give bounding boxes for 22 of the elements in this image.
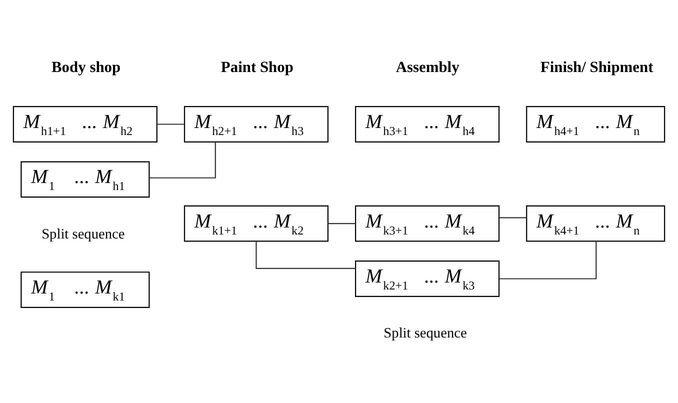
label: Split sequence: [384, 326, 467, 342]
node-box: M$_{h4+1}$ ... M$_{n}$: [526, 106, 666, 142]
label: Body shop: [52, 59, 121, 76]
node-box: M$_{h1+1}$ ... M$_{h2}$: [12, 106, 158, 142]
label: Split sequence: [42, 226, 125, 242]
label: Paint Shop: [220, 59, 294, 76]
label: Finish/ Shipment: [540, 59, 654, 76]
connector: [328, 223, 356, 224]
node-box: M$_{k2+1}$ ... M$_{k3}$: [355, 260, 500, 297]
node-box: M$_{k1+1}$ ... M$_{k2}$: [184, 205, 329, 242]
node-box: M$_{1}$ ... M$_{h1}$: [20, 161, 150, 198]
connector: [157, 124, 184, 125]
node-box: M$_{k4+1}$ ... M$_{n}$: [526, 205, 666, 242]
node-box: M$_{1}$ ... M$_{k1}$: [20, 272, 150, 308]
connector: [256, 241, 356, 269]
label: Assembly: [396, 59, 460, 76]
node-box: M$_{k3+1}$ ... M$_{k4}$: [355, 205, 500, 242]
connector: [150, 142, 216, 178]
connector: [499, 241, 597, 280]
node-box: M$_{h2+1}$ ... M$_{h3}$: [184, 106, 329, 142]
node-box: M$_{h3+1}$ ... M$_{h4}$: [355, 106, 500, 142]
connector: [499, 217, 526, 218]
